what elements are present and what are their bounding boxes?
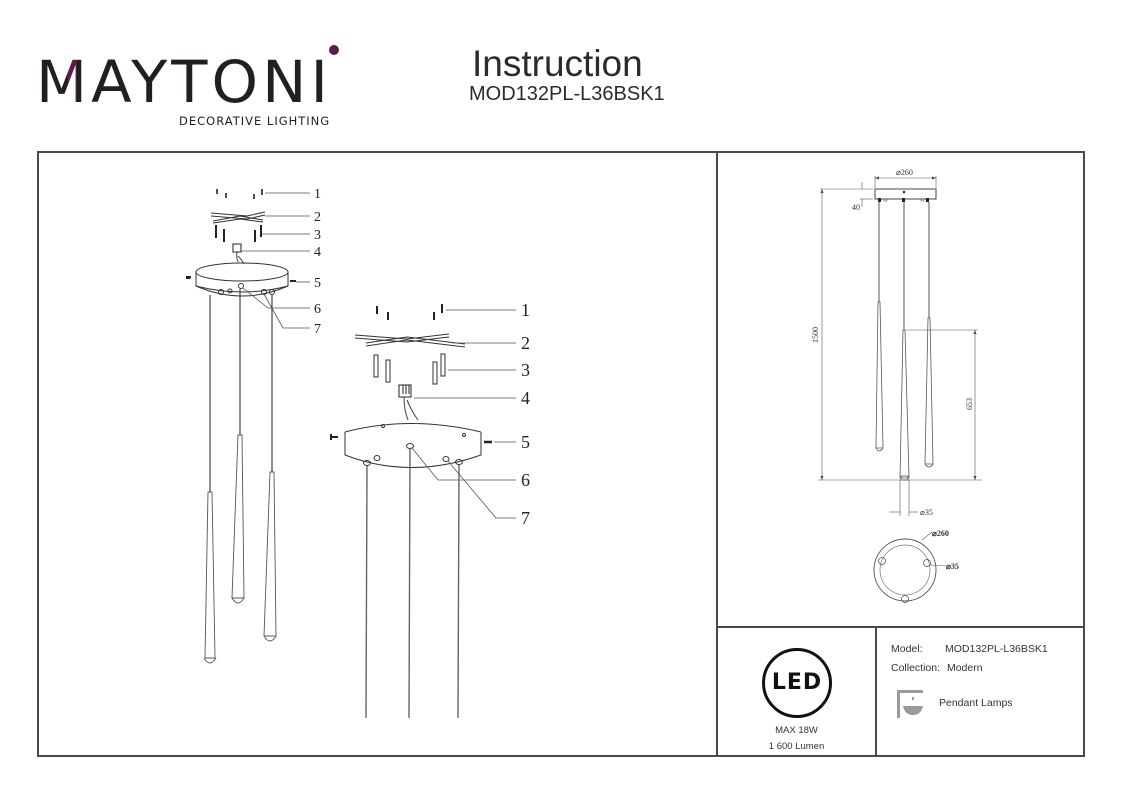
top-view-drawing: ⌀260 ⌀35	[873, 529, 959, 603]
label-part-2-large: 2	[521, 333, 530, 353]
part-terminal-large	[398, 384, 412, 398]
dim-shade-diameter: ⌀35	[920, 508, 933, 517]
spec-collection-label: Collection:	[891, 662, 941, 674]
label-part-3-large: 3	[521, 360, 530, 380]
spec-collection-row: Collection: Modern	[891, 662, 983, 674]
label-part-4-small: 4	[314, 245, 321, 260]
label-part-5-large: 5	[521, 432, 530, 452]
spec-model-row: Model: MOD132PL-L36BSK1	[891, 643, 1048, 655]
divider-spec	[875, 626, 877, 757]
spec-category: Pendant Lamps	[939, 697, 1013, 709]
dim-shade-length: 653	[965, 398, 974, 410]
label-part-1-small: 1	[314, 187, 321, 202]
label-part-5-small: 5	[314, 276, 321, 291]
dim-canopy-height: 40	[852, 203, 860, 212]
led-icon-label: LED	[771, 670, 823, 695]
part-screws-large	[376, 304, 443, 320]
part-anchors-large	[373, 353, 446, 385]
spec-model-value: MOD132PL-L36BSK1	[945, 643, 1048, 655]
divider-horizontal	[716, 626, 1085, 628]
part-canopy-small	[195, 262, 289, 297]
model-code: MOD132PL-L36BSK1	[469, 83, 665, 105]
part-canopy-large	[344, 423, 482, 468]
spec-model-label: Model:	[891, 643, 923, 655]
canopy-elevation	[874, 188, 937, 200]
logo-tagline: DECORATIVE LIGHTING	[179, 114, 331, 128]
part-anchors-small	[215, 225, 262, 242]
spec-panel: Model: MOD132PL-L36BSK1 Collection: Mode…	[877, 628, 1084, 755]
led-lumen: 1 600 Lumen	[768, 741, 825, 752]
exploded-view-large: 1 2 3 4 5 6 7	[330, 300, 530, 719]
label-part-4-large: 4	[521, 388, 530, 408]
part-screws-small	[216, 189, 263, 199]
part-terminal-small	[232, 243, 242, 253]
logo-dot-icon	[329, 45, 339, 55]
pendant-cables-small	[209, 289, 273, 492]
drawing-frame	[37, 151, 1085, 757]
label-part-1-large: 1	[521, 300, 530, 320]
pendant-shades-small	[203, 434, 277, 664]
dim-top-shade-diameter: ⌀35	[946, 562, 959, 571]
label-part-6-large: 6	[521, 470, 530, 490]
spec-collection-value: Modern	[946, 662, 983, 674]
shades-elevation	[875, 301, 934, 481]
label-part-6-small: 6	[314, 302, 321, 317]
logo-wordmark: MAYTONI	[36, 48, 333, 116]
led-info-panel: LED MAX 18W 1 600 Lumen	[718, 628, 875, 755]
label-part-3-small: 3	[314, 228, 321, 243]
led-max-power: MAX 18W	[775, 725, 818, 736]
elevation-drawing: ⌀260 40	[811, 168, 982, 517]
led-icon: LED	[762, 648, 832, 718]
divider-vertical	[716, 151, 718, 757]
page-title: Instruction	[472, 43, 643, 84]
dim-canopy-diameter: ⌀260	[896, 168, 913, 177]
part-bracket-small	[210, 211, 266, 224]
part-bracket-large	[354, 333, 466, 348]
label-part-7-large: 7	[521, 508, 530, 528]
dim-total-height: 1500	[811, 327, 820, 343]
dim-top-canopy-diameter: ⌀260	[932, 529, 949, 538]
pendant-lamp-icon	[897, 690, 923, 718]
brand-logo: MAYTONI	[36, 46, 346, 130]
pendant-cables-large	[365, 448, 460, 719]
label-part-2-small: 2	[314, 210, 321, 225]
label-part-7-small: 7	[314, 322, 321, 337]
exploded-view-small: 1 2 3 4 5 6 7	[186, 187, 321, 664]
